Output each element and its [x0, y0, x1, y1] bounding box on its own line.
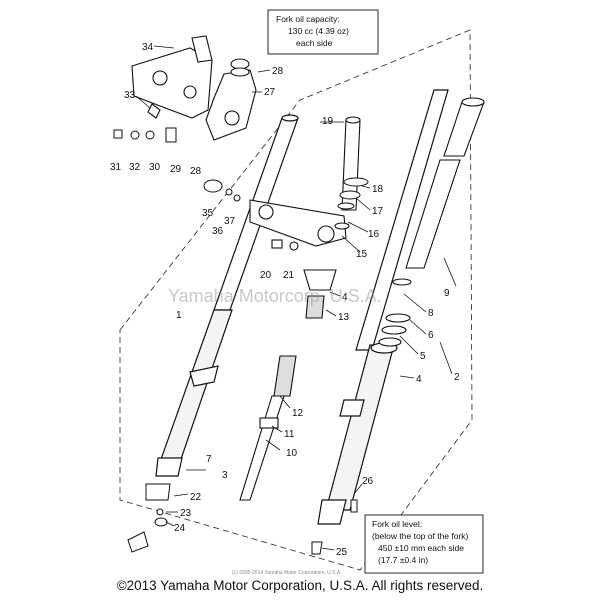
callout-7: 7 — [206, 454, 212, 465]
oil-capacity-line2: 130 cc (4.39 oz) — [288, 26, 349, 36]
leader-lines — [135, 45, 457, 551]
bearing-stack — [334, 177, 369, 230]
right-fork-tube — [317, 89, 449, 525]
callout-31: 31 — [110, 162, 122, 173]
oil-level-line4: (17.7 ±0.4 in) — [378, 555, 428, 565]
callout-18: 18 — [372, 184, 384, 195]
oil-level-line2: (below the top of the fork) — [372, 531, 469, 541]
callout-24: 24 — [174, 523, 186, 534]
callout-37: 37 — [224, 216, 236, 227]
small-copyright: (c) 2005-2014 Yamaha Motor Corporation, … — [232, 570, 342, 576]
callout-28-top: 28 — [272, 66, 284, 77]
bottom-fasteners — [127, 483, 358, 555]
oil-capacity-line3: each side — [296, 38, 333, 48]
steering-stem — [249, 116, 361, 251]
callout-2: 2 — [454, 372, 460, 383]
callout-25: 25 — [336, 547, 348, 558]
callout-5: 5 — [420, 351, 426, 362]
copyright-footer: ©2013 Yamaha Motor Corporation, U.S.A. A… — [116, 578, 484, 593]
callout-6: 6 — [428, 330, 434, 341]
oil-level-box: Fork oil level: (below the top of the fo… — [364, 514, 484, 574]
callout-4-lower: 4 — [416, 374, 422, 385]
callout-26: 26 — [362, 476, 374, 487]
callout-21: 21 — [283, 270, 295, 281]
oil-capacity-line1: Fork oil capacity: — [276, 14, 340, 24]
headlight-bracket — [131, 35, 213, 119]
callout-23: 23 — [180, 508, 192, 519]
callout-33: 33 — [124, 90, 136, 101]
callout-27: 27 — [264, 87, 276, 98]
callout-10: 10 — [286, 448, 298, 459]
callout-9: 9 — [444, 288, 450, 299]
callout-15: 15 — [356, 249, 368, 260]
callout-3: 3 — [222, 470, 228, 481]
oil-level-line3: 450 ±10 mm each side — [378, 543, 464, 553]
callout-8: 8 — [428, 308, 434, 319]
callout-35: 35 — [202, 208, 214, 219]
callout-4-upper: 4 — [342, 292, 348, 303]
assembly-outline — [119, 29, 473, 571]
oil-level-line1: Fork oil level: — [372, 519, 422, 529]
callout-34: 34 — [142, 42, 154, 53]
callout-22: 22 — [190, 492, 202, 503]
callout-16: 16 — [368, 229, 380, 240]
left-fasteners — [113, 127, 241, 202]
callout-11: 11 — [284, 429, 295, 440]
watermark: Yamaha Motorcorp, U.S.A. — [168, 286, 382, 306]
oil-capacity-box: Fork oil capacity: 130 cc (4.39 oz) each… — [267, 9, 379, 55]
callout-17: 17 — [372, 206, 384, 217]
callout-32: 32 — [129, 162, 141, 173]
callout-1: 1 — [176, 310, 182, 321]
gauge-bracket — [205, 58, 257, 141]
callout-numbers: 34 33 28 27 31 32 30 29 28 35 37 36 19 1… — [110, 42, 460, 558]
callout-28-lower: 28 — [190, 166, 202, 177]
callout-29: 29 — [170, 164, 182, 175]
callout-36: 36 — [212, 226, 224, 237]
callout-30: 30 — [149, 162, 161, 173]
upper-tube-and-seals — [378, 97, 485, 347]
callout-20: 20 — [260, 270, 272, 281]
callout-19: 19 — [322, 116, 334, 127]
callout-12: 12 — [292, 408, 304, 419]
callout-13: 13 — [338, 312, 350, 323]
